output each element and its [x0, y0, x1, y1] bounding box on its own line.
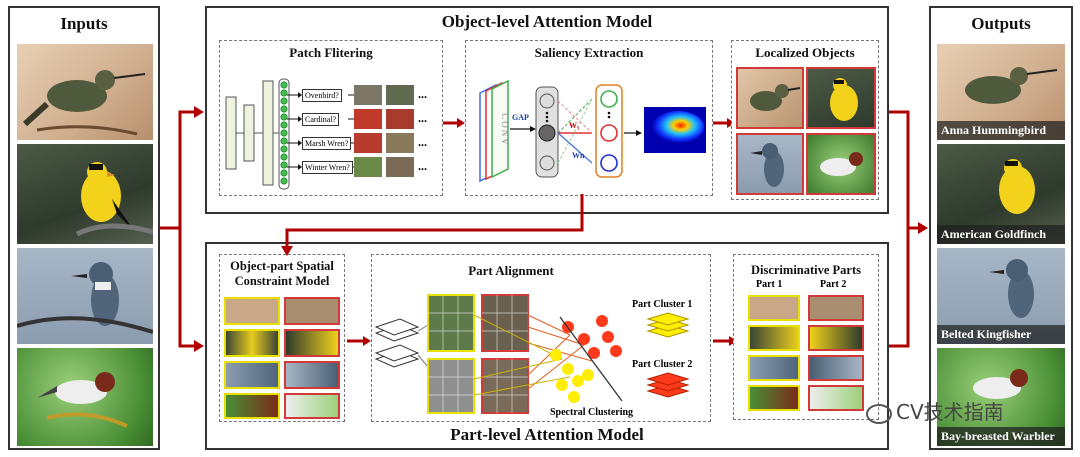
- discriminative-parts-box: Discriminative Parts Part 1 Part 2: [733, 254, 879, 420]
- kingfisher-illustration: [17, 262, 153, 334]
- part2-label: Part 2: [820, 279, 847, 290]
- localized-warbler: [806, 133, 876, 195]
- part1-label: Part 1: [756, 279, 783, 290]
- goldfinch-illustration: [999, 159, 1035, 214]
- inputs-panel: Inputs: [8, 6, 160, 450]
- saliency-extraction-box: Saliency Extraction CONV: [465, 40, 713, 196]
- output-image-hummingbird: Anna Hummingbird: [937, 44, 1065, 140]
- spatial-part-6: [284, 361, 340, 389]
- gap-label: GAP: [512, 113, 529, 122]
- warbler-illustration: [973, 369, 1028, 399]
- spatial-part-1: [224, 297, 280, 325]
- disc-part2-row3: [808, 355, 864, 381]
- localized-kingfisher: [736, 133, 804, 195]
- spatial-constraint-box: Object-part Spatial Constraint Model: [219, 254, 345, 422]
- outputs-title: Outputs: [971, 14, 1031, 33]
- localized-goldfinch: [806, 67, 876, 129]
- output-label-2: American Goldfinch: [937, 225, 1065, 244]
- part-level-panel: Part-level Attention Model Object-part S…: [205, 242, 889, 450]
- output-label-1: Anna Hummingbird: [937, 121, 1065, 140]
- spatial-part-4: [284, 329, 340, 357]
- patch-ellipsis-1: ...: [418, 87, 427, 101]
- saliency-title: Saliency Extraction: [534, 45, 644, 60]
- hummingbird-illustration: [965, 67, 1058, 104]
- patch-network-diagram: [225, 78, 414, 190]
- localized-objects-box: Localized Objects: [731, 40, 879, 200]
- input-image-goldfinch: [17, 144, 153, 244]
- output-image-warbler: Bay-breasted Warbler: [937, 348, 1065, 446]
- spectral-clustering-label: Spectral Clustering: [550, 407, 634, 418]
- inputs-title: Inputs: [60, 14, 108, 33]
- wechat-icon: [866, 403, 892, 424]
- disc-part1-row1: [748, 295, 800, 321]
- arrow-spatial-to-alignment: [347, 336, 371, 346]
- w1-label: W₁: [569, 121, 580, 130]
- part-cluster-1-label: Part Cluster 1: [632, 299, 693, 310]
- spatial-title-line2: Constraint Model: [234, 274, 330, 288]
- patch-filtering-box: Patch Flitering Ovenbird? Cardina: [219, 40, 443, 196]
- output-label-4: Bay-breasted Warbler: [937, 427, 1065, 446]
- localized-hummingbird: [736, 67, 804, 129]
- conv-label: CONV: [499, 113, 510, 147]
- object-level-panel: Object-level Attention Model Patch Flite…: [205, 6, 889, 214]
- watermark-text: CV技术指南: [896, 400, 1004, 424]
- watermark-logo: CV技术指南: [866, 396, 1004, 425]
- spatial-title-line1: Object-part Spatial: [230, 259, 334, 273]
- patch-question-1: Ovenbird?: [302, 89, 342, 102]
- output-image-kingfisher: Belted Kingfisher: [937, 248, 1065, 344]
- wn-label: Wn: [572, 151, 585, 160]
- patch-ellipsis-2: ...: [418, 111, 427, 125]
- patch-question-4: Winter Wren?: [302, 161, 353, 174]
- input-image-warbler: [17, 348, 153, 446]
- arrow-patch-to-saliency: [443, 118, 465, 128]
- warbler-illustration: [37, 372, 128, 428]
- disc-part1-row4: [748, 385, 800, 411]
- input-image-kingfisher: [17, 248, 153, 344]
- output-image-goldfinch: American Goldfinch: [937, 144, 1065, 244]
- patch-ellipsis-4: ...: [418, 159, 427, 173]
- part-cluster-2-label: Part Cluster 2: [632, 359, 693, 370]
- spatial-part-2: [284, 297, 340, 325]
- kingfisher-illustration: [989, 259, 1034, 318]
- outputs-panel: Outputs Anna Hummingbird American Goldfi…: [929, 6, 1073, 450]
- goldfinch-illustration: [75, 162, 153, 237]
- input-image-hummingbird: [17, 44, 153, 140]
- patch-filtering-title: Patch Flitering: [289, 45, 373, 60]
- disc-part2-row4: [808, 385, 864, 411]
- spatial-part-3: [224, 329, 280, 357]
- patch-ellipsis-3: ...: [418, 135, 427, 149]
- object-level-title: Object-level Attention Model: [441, 12, 653, 31]
- localized-title: Localized Objects: [755, 45, 855, 60]
- saliency-network-diagram: [479, 79, 706, 183]
- spatial-part-8: [284, 393, 340, 419]
- output-label-3: Belted Kingfisher: [937, 325, 1065, 344]
- disc-part2-row2: [808, 325, 864, 351]
- disc-part1-row3: [748, 355, 800, 381]
- disc-part1-row2: [748, 325, 800, 351]
- spatial-part-5: [224, 361, 280, 389]
- discriminative-title: Discriminative Parts: [750, 263, 862, 277]
- hummingbird-illustration: [22, 70, 146, 136]
- part-level-title: Part-level Attention Model: [450, 425, 644, 444]
- part-alignment-title: Part Alignment: [468, 263, 554, 278]
- patch-question-2: Cardinal?: [302, 113, 340, 126]
- disc-part2-row1: [808, 295, 864, 321]
- alignment-diagram: [374, 294, 690, 414]
- patch-question-3: Marsh Wren?: [302, 137, 352, 150]
- part-alignment-box: Part Alignment: [371, 254, 711, 422]
- spatial-part-7: [224, 393, 280, 419]
